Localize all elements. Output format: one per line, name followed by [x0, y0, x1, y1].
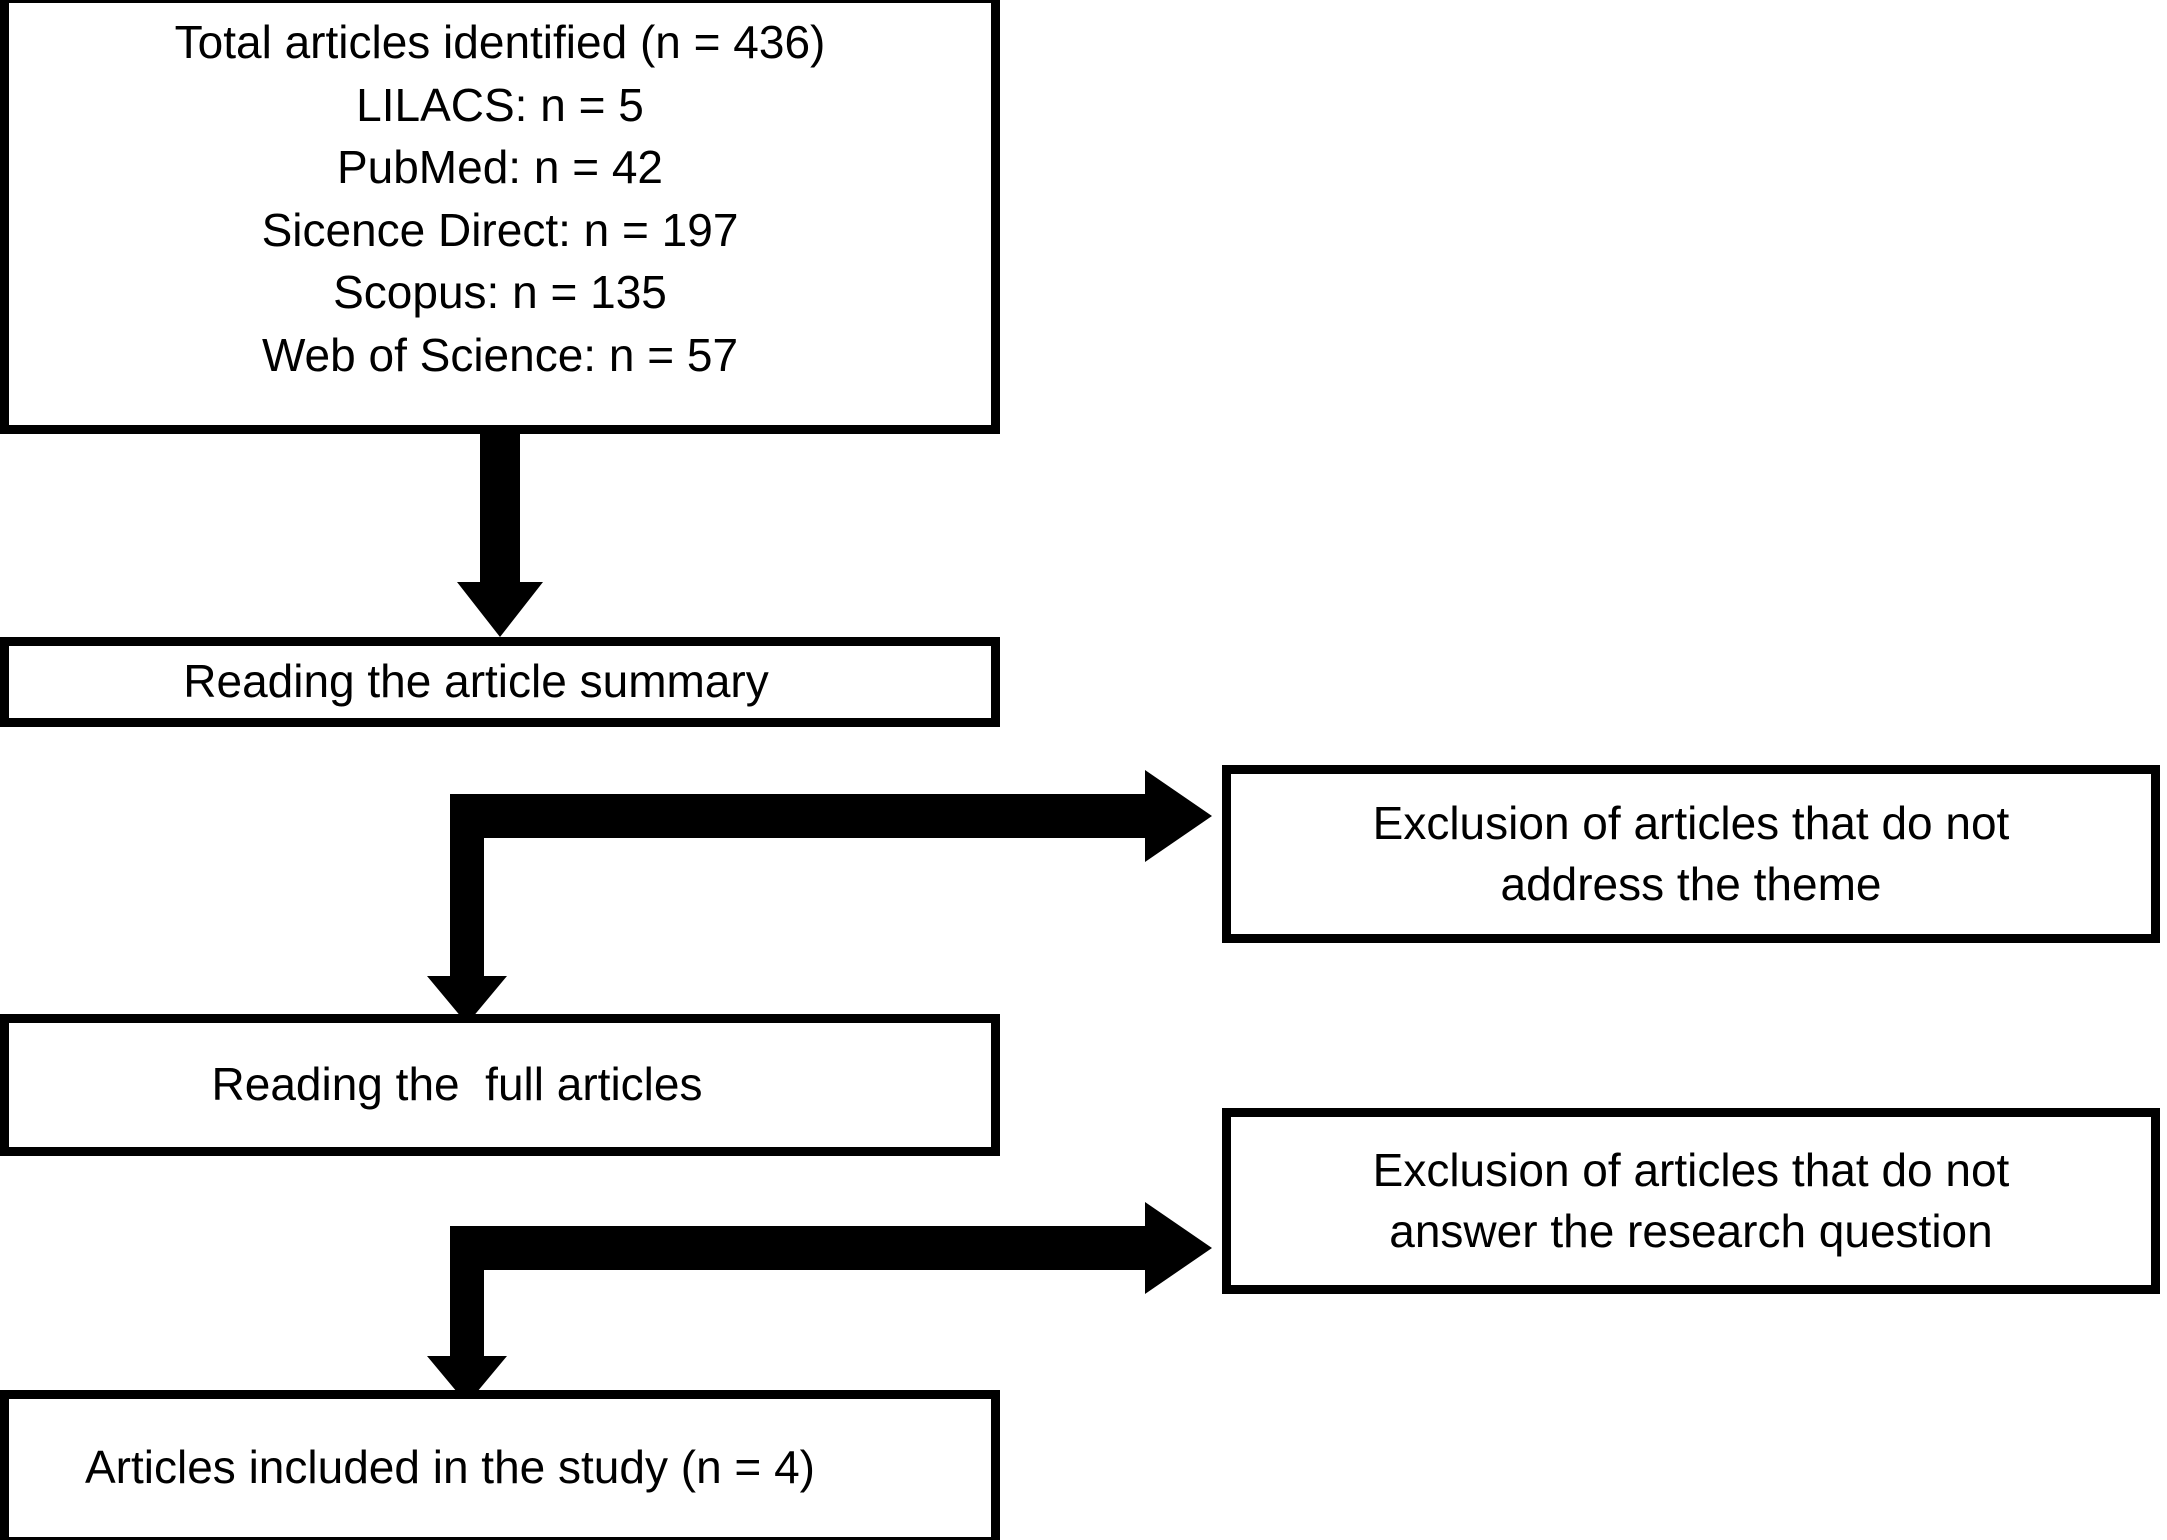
- arrow-right-to-exclusion-question: [450, 1202, 1212, 1294]
- node-articles-included-text: Articles included in the study (n = 4): [85, 1441, 815, 1494]
- node-articles-included: Articles included in the study (n = 4): [0, 1390, 1000, 1540]
- node-total-articles-identified: Total articles identified (n = 436) LILA…: [0, 0, 1000, 434]
- arrow-sources-to-read-summary: [457, 432, 543, 637]
- node-reading-article-summary: Reading the article summary: [0, 637, 1000, 727]
- node-exclusion-theme: Exclusion of articles that do not addres…: [1222, 765, 2160, 943]
- node-exclusion-question-text: Exclusion of articles that do not answer…: [1372, 1143, 2010, 1257]
- node-total-articles-identified-text: Total articles identified (n = 436) LILA…: [174, 16, 826, 381]
- branch-arrow-read-summary: [427, 770, 1212, 1024]
- node-reading-full-articles-text: Reading the full articles: [211, 1058, 703, 1111]
- branch-arrow-read-full: [427, 1202, 1212, 1404]
- node-reading-full-articles: Reading the full articles: [0, 1014, 1000, 1156]
- node-reading-article-summary-text: Reading the article summary: [183, 655, 769, 708]
- arrow-down-to-included: [427, 1226, 507, 1404]
- arrow-right-to-exclusion-theme: [450, 770, 1212, 862]
- arrow-down-to-read-full: [427, 794, 507, 1024]
- arrow-down-shaft-head: [457, 432, 543, 637]
- node-exclusion-theme-text: Exclusion of articles that do not addres…: [1372, 796, 2010, 910]
- node-exclusion-question: Exclusion of articles that do not answer…: [1222, 1108, 2160, 1294]
